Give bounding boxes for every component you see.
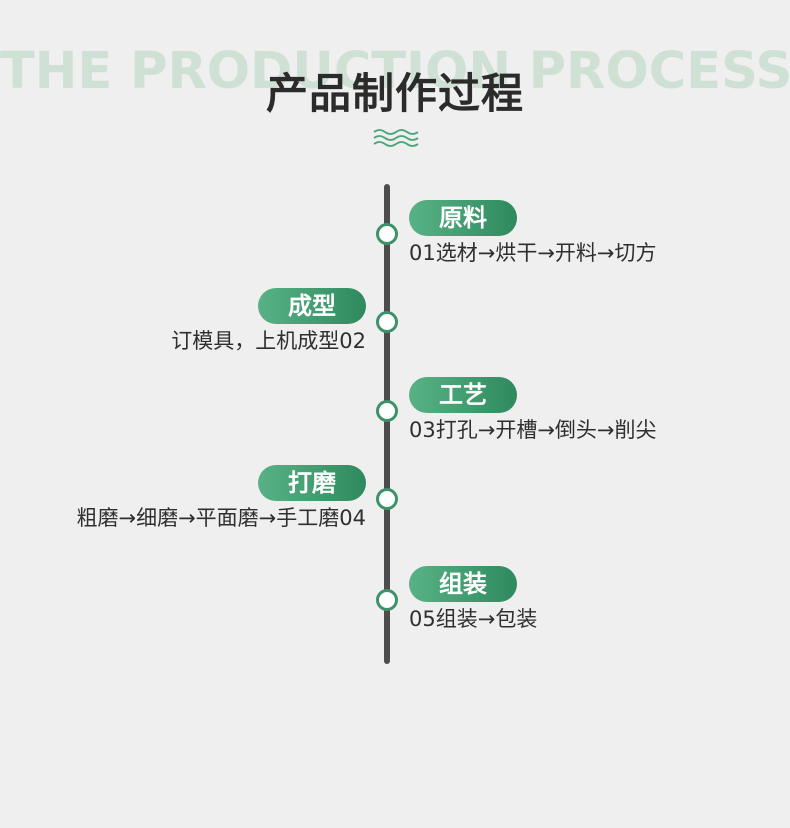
step-3-description: 03打孔→开槽→倒头→削尖 (409, 418, 657, 442)
step-2-label: 成型 (258, 288, 366, 324)
step-5-node (376, 589, 398, 611)
step-3-label: 工艺 (409, 377, 517, 413)
step-5-label: 组装 (409, 566, 517, 602)
step-4-node (376, 488, 398, 510)
step-1-label: 原料 (409, 200, 517, 236)
step-1-node (376, 223, 398, 245)
wave-decoration-icon (373, 129, 419, 147)
page-title: 产品制作过程 (265, 69, 524, 118)
step-4-label: 打磨 (258, 465, 366, 501)
step-2-description: 订模具，上机成型02 (171, 329, 366, 353)
step-2-node (376, 311, 398, 333)
timeline-line (384, 184, 390, 664)
step-3-node (376, 400, 398, 422)
step-5-description: 05组装→包装 (409, 607, 538, 631)
step-4-description: 粗磨→细磨→平面磨→手工磨04 (76, 506, 366, 530)
background-english-title: THE PRODUCTION PROCESS (0, 42, 790, 101)
step-1-description: 01选材→烘干→开料→切方 (409, 241, 657, 265)
